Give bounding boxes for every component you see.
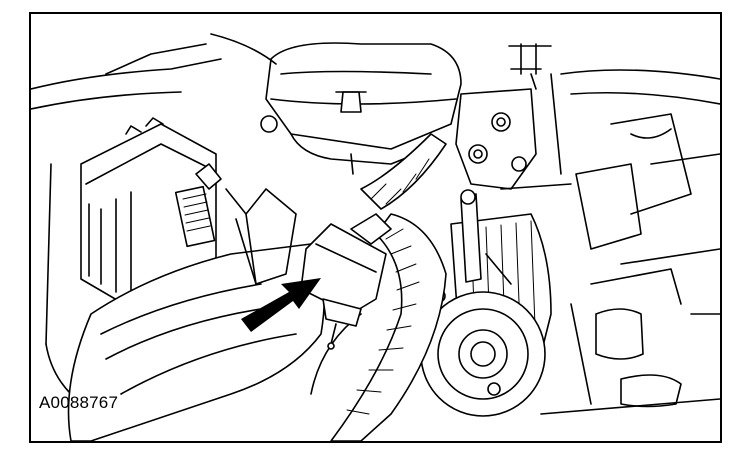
mounting-bracket [455,43,572,190]
figure-reference-code: A0088767 [39,393,119,412]
air-box [80,117,222,315]
starter-motor [420,189,552,417]
sensor-connector [300,213,392,350]
throttle-housing [210,33,462,175]
engine-line-drawing [31,33,720,441]
wiring-harness [310,133,447,441]
arrow-icon [241,278,321,332]
right-engine-block [540,69,720,415]
intake-duct [67,188,326,441]
illustration-frame: A0088767 [29,12,722,443]
left-housing [31,43,222,395]
